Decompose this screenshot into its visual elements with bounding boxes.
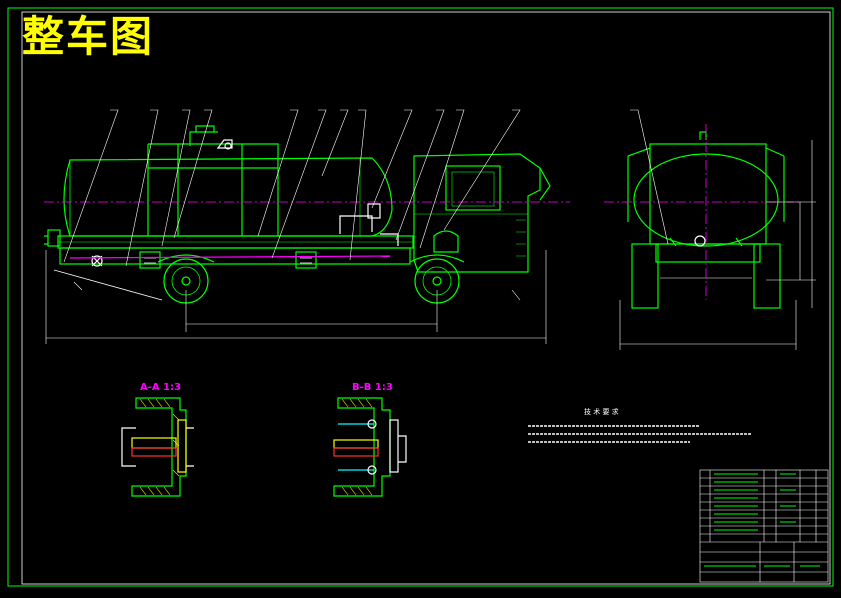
section-bb-label: B-B 1:3 bbox=[352, 382, 393, 393]
side-view bbox=[44, 125, 551, 304]
section-aa bbox=[121, 397, 194, 497]
tech-requirements-title: 技 术 要 求 bbox=[584, 407, 619, 416]
tech-requirements-lines bbox=[528, 425, 752, 443]
side-dimensions bbox=[45, 250, 547, 344]
leader-lines bbox=[63, 109, 521, 267]
cab bbox=[413, 153, 541, 273]
drawing-title: 整车图 bbox=[22, 12, 155, 61]
title-block bbox=[699, 469, 829, 583]
tank-body bbox=[63, 157, 393, 237]
section-aa-label: A-A 1:3 bbox=[140, 382, 181, 393]
rear-dimensions bbox=[619, 109, 816, 350]
section-bb bbox=[333, 397, 407, 497]
sheet-frame bbox=[7, 7, 834, 587]
rear-view bbox=[627, 131, 785, 309]
upper-box bbox=[147, 143, 279, 236]
